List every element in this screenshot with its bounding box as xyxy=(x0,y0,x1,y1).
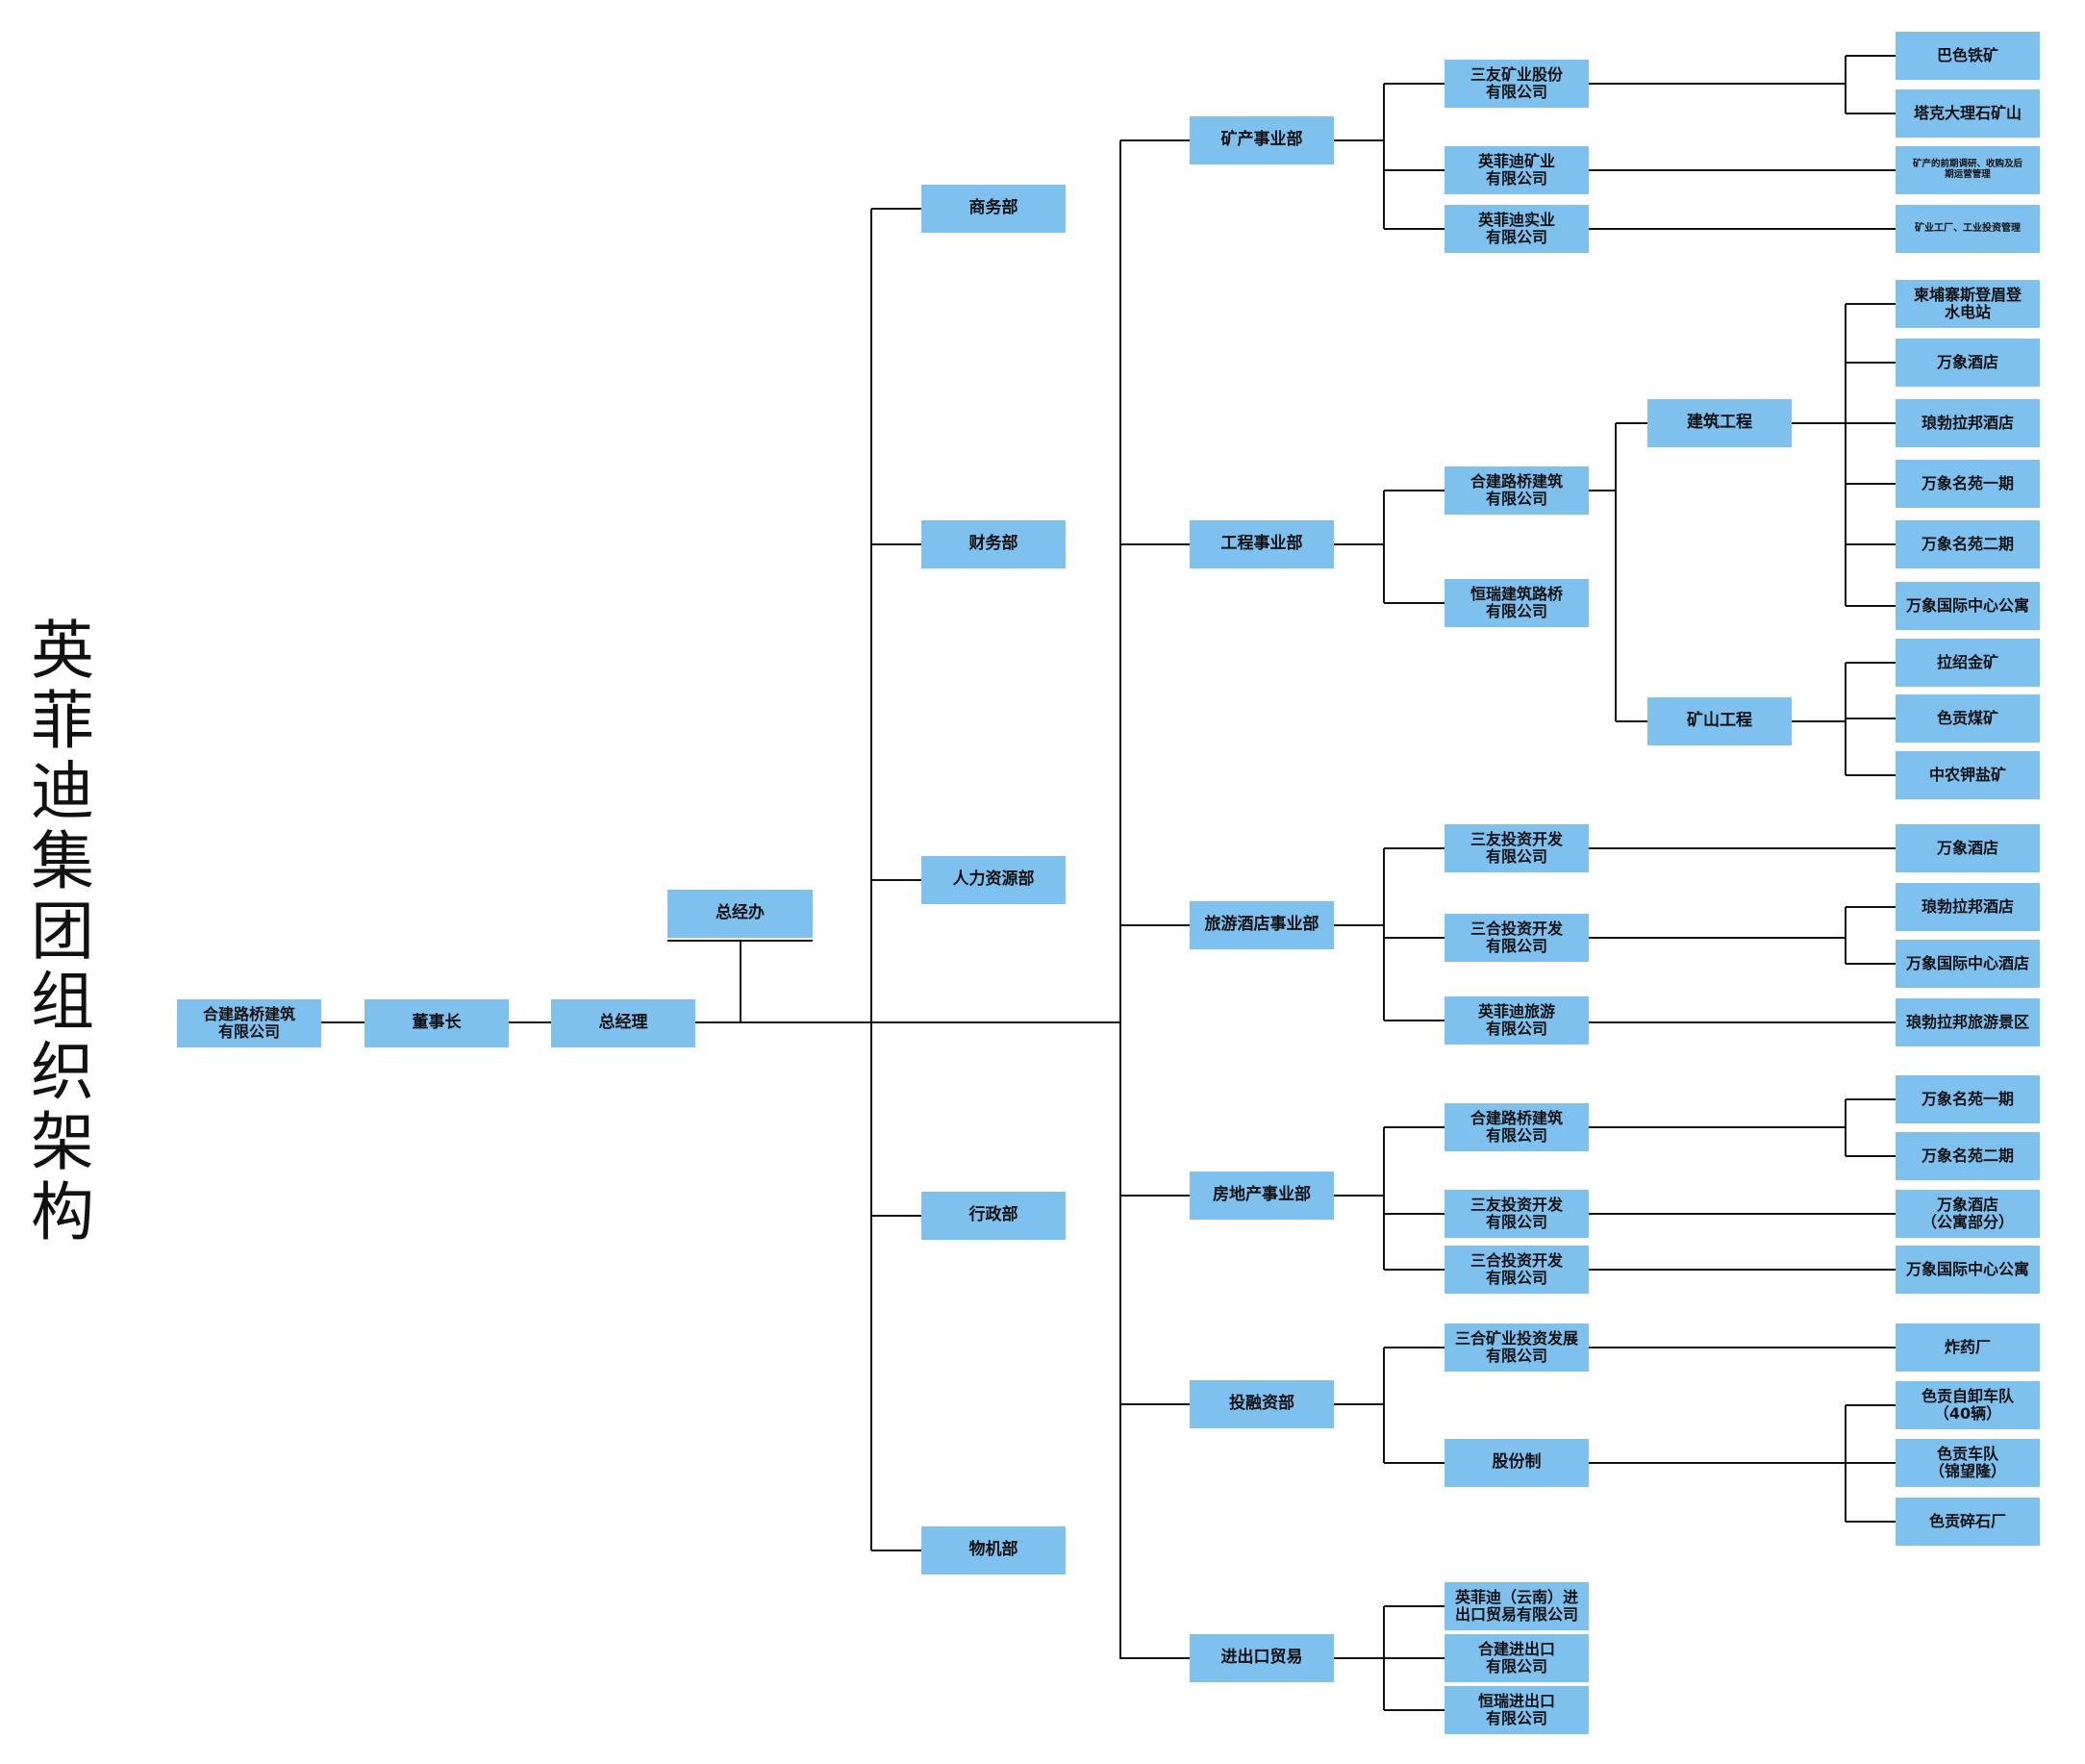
node-luangprabang-hotel-tourism: 琅勃拉邦酒店 xyxy=(1896,883,2040,931)
node-hengrui-trade: 恒瑞进出口 有限公司 xyxy=(1444,1686,1589,1734)
node-mining-division: 矿产事业部 xyxy=(1190,116,1334,164)
node-wanxiang-intl-apt-construction: 万象国际中心公寓 xyxy=(1896,582,2040,630)
node-zhongnong-potash-mine: 中农钾盐矿 xyxy=(1896,751,2040,799)
node-wanxiang-hotel-construction: 万象酒店 xyxy=(1896,339,2040,387)
node-sanyou-inv-realestate: 三友投资开发 有限公司 xyxy=(1444,1190,1589,1238)
node-sanyou-mining: 三友矿业股份 有限公司 xyxy=(1444,60,1589,108)
node-sanhe-mining-inv: 三合矿业投资发展 有限公司 xyxy=(1444,1323,1589,1372)
node-mining-factory: 矿业工厂、工业投资管理 xyxy=(1896,205,2040,253)
node-yfd-industry: 英菲迪实业 有限公司 xyxy=(1444,205,1589,253)
node-mining-research: 矿产的前期调研、收购及后 期运营管理 xyxy=(1896,146,2040,194)
node-basi-iron-mine: 巴色铁矿 xyxy=(1896,32,2040,80)
title-character: 集 xyxy=(31,824,94,898)
node-general-manager: 总经理 xyxy=(551,999,695,1047)
node-mine-engineering: 矿山工程 xyxy=(1647,697,1792,745)
node-luangprabang-scenic: 琅勃拉邦旅游景区 xyxy=(1896,998,2040,1046)
title-character: 构 xyxy=(31,1175,94,1249)
node-wanxiang-garden1-construction: 万象名苑一期 xyxy=(1896,460,2040,508)
node-segong-gravel-plant: 色贡碎石厂 xyxy=(1896,1498,2040,1546)
node-explosives-plant: 炸药厂 xyxy=(1896,1323,2040,1372)
title-character: 团 xyxy=(31,895,94,969)
node-wanxiang-intl-hotel: 万象国际中心酒店 xyxy=(1896,940,2040,988)
node-realestate-division: 房地产事业部 xyxy=(1190,1172,1334,1220)
node-yfd-mining: 英菲迪矿业 有限公司 xyxy=(1444,146,1589,194)
node-construction: 建筑工程 xyxy=(1647,399,1792,447)
node-hejian-trade: 合建进出口 有限公司 xyxy=(1444,1634,1589,1682)
title-character: 迪 xyxy=(31,754,94,828)
node-sanhe-inv-realestate: 三合投资开发 有限公司 xyxy=(1444,1246,1589,1294)
node-shareholding: 股份制 xyxy=(1444,1439,1589,1487)
node-segong-fleet: 色贡车队 （锦望隆） xyxy=(1896,1439,2040,1487)
node-wanxiang-garden1-realestate: 万象名苑一期 xyxy=(1896,1075,2040,1123)
node-wanxiang-garden2-realestate: 万象名苑二期 xyxy=(1896,1132,2040,1180)
title-character: 织 xyxy=(31,1035,94,1109)
node-materials: 物机部 xyxy=(921,1526,1066,1575)
node-wanxiang-garden2-construction: 万象名苑二期 xyxy=(1896,520,2040,568)
node-finance: 财务部 xyxy=(921,520,1066,568)
node-luangprabang-hotel-construction: 琅勃拉邦酒店 xyxy=(1896,399,2040,447)
node-tourism-division: 旅游酒店事业部 xyxy=(1190,901,1334,949)
node-hejian-root: 合建路桥建筑 有限公司 xyxy=(177,999,321,1047)
chart-title: 英菲迪集团组织架构 xyxy=(21,616,104,1247)
node-engineering-division: 工程事业部 xyxy=(1190,520,1334,568)
node-trade-division: 进出口贸易 xyxy=(1190,1634,1334,1682)
node-wanxiang-hotel-tourism: 万象酒店 xyxy=(1896,824,2040,872)
node-admin: 行政部 xyxy=(921,1192,1066,1240)
node-gm-office: 总经办 xyxy=(667,890,813,938)
node-hengrui: 恒瑞建筑路桥 有限公司 xyxy=(1444,579,1589,627)
node-cambodia-hydro: 柬埔寨斯登眉登 水电站 xyxy=(1896,280,2040,328)
node-chairman: 董事长 xyxy=(364,999,509,1047)
node-segong-dump-truck-fleet: 色贡自卸车队 （40辆） xyxy=(1896,1381,2040,1429)
node-yfd-trade: 英菲迪（云南）进 出口贸易有限公司 xyxy=(1444,1582,1589,1630)
node-lashao-gold-mine: 拉绍金矿 xyxy=(1896,639,2040,687)
node-commerce: 商务部 xyxy=(921,185,1066,233)
node-hejian-realestate: 合建路桥建筑 有限公司 xyxy=(1444,1103,1589,1151)
title-character: 菲 xyxy=(31,684,94,758)
node-hejian-eng: 合建路桥建筑 有限公司 xyxy=(1444,466,1589,515)
node-wanxiang-intl-apt-realestate: 万象国际中心公寓 xyxy=(1896,1246,2040,1294)
node-segong-coal-mine: 色贡煤矿 xyxy=(1896,694,2040,743)
node-sanyou-inv-tourism: 三友投资开发 有限公司 xyxy=(1444,824,1589,872)
node-wanxiang-hotel-apartment: 万象酒店 （公寓部分） xyxy=(1896,1190,2040,1238)
node-yfd-tourism: 英菲迪旅游 有限公司 xyxy=(1444,996,1589,1045)
node-take-marble-mine: 塔克大理石矿山 xyxy=(1896,89,2040,138)
title-character: 架 xyxy=(31,1105,94,1179)
node-sanhe-inv-tourism: 三合投资开发 有限公司 xyxy=(1444,914,1589,962)
title-character: 组 xyxy=(31,965,94,1039)
title-character: 英 xyxy=(31,614,94,688)
node-hr: 人力资源部 xyxy=(921,856,1066,904)
node-investment-division: 投融资部 xyxy=(1190,1380,1334,1428)
